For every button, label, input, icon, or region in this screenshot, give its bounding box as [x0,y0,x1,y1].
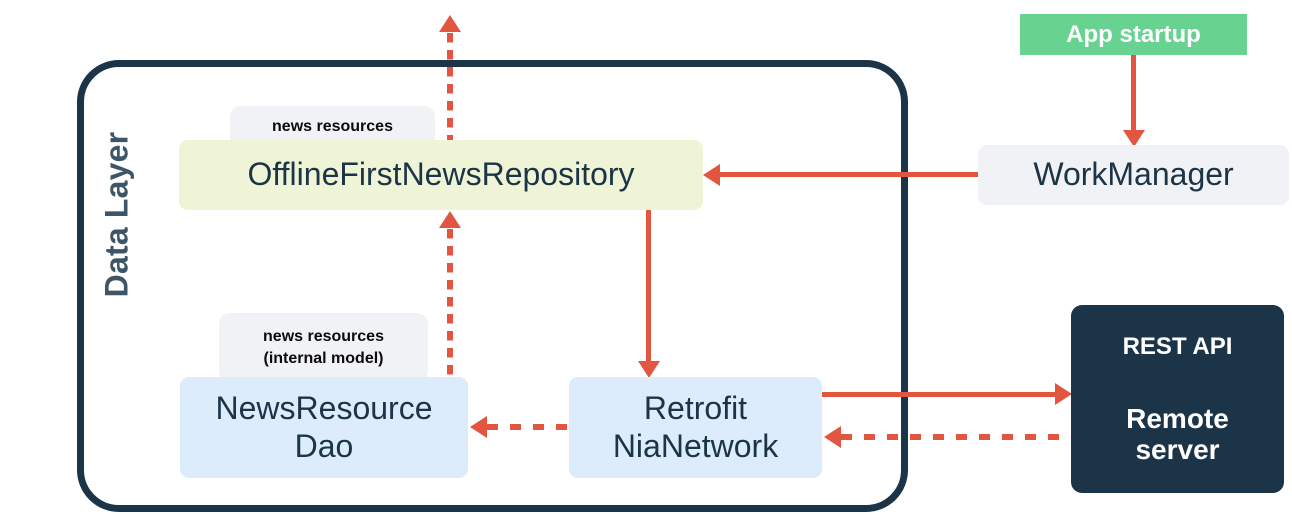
node-workmanager-label: WorkManager [1033,156,1234,193]
node-repository-label: OfflineFirstNewsRepository [247,156,635,193]
node-remote-line3: server [1135,434,1220,466]
arrowhead-workmanager-to-repository [703,164,720,186]
edge-network-to-dao [487,424,571,430]
node-app-startup[interactable]: App startup [1020,14,1247,55]
edge-appstartup-to-workmanager [1131,55,1136,131]
arrowhead-remote-to-network [824,426,841,448]
chip-dao-news-resources: news resources (internal model) [219,313,428,382]
data-layer-container [77,60,908,512]
node-retrofit-nia-network[interactable]: Retrofit NiaNetwork [569,377,822,478]
node-offline-first-news-repository[interactable]: OfflineFirstNewsRepository [179,140,703,210]
node-appstartup-label: App startup [1066,20,1201,48]
arrowhead-appstartup-to-workmanager [1123,130,1145,147]
node-work-manager[interactable]: WorkManager [978,145,1289,205]
arrowhead-repository-to-ui [439,15,461,32]
node-network-line1: Retrofit [643,390,748,427]
data-layer-label: Data Layer [98,131,135,298]
chip-dao-line1: news resources [263,328,384,346]
node-remote-line2: Remote [1126,402,1229,434]
edge-remote-to-network [841,434,1073,440]
chip-repository-line1: news resources [272,118,393,136]
node-dao-line1: NewsResource [215,390,433,427]
node-network-line2: NiaNetwork [612,427,779,464]
node-remote-line1: REST API [1122,333,1233,360]
arrowhead-network-to-dao [470,416,487,438]
node-dao-line2: Dao [294,427,354,464]
chip-dao-line2: (internal model) [263,349,384,367]
edge-repository-to-ui [447,33,453,140]
arrowhead-network-to-remote [1055,383,1072,405]
node-remote-server[interactable]: REST API Remote server [1071,305,1284,493]
node-news-resource-dao[interactable]: NewsResource Dao [180,377,468,478]
arrowhead-repository-to-network [638,361,660,378]
edge-dao-to-repository [447,229,453,379]
arrowhead-dao-to-repository [439,211,461,228]
edge-workmanager-to-repository [719,172,978,177]
edge-repository-to-network [646,210,651,362]
edge-network-to-remote [822,392,1059,397]
